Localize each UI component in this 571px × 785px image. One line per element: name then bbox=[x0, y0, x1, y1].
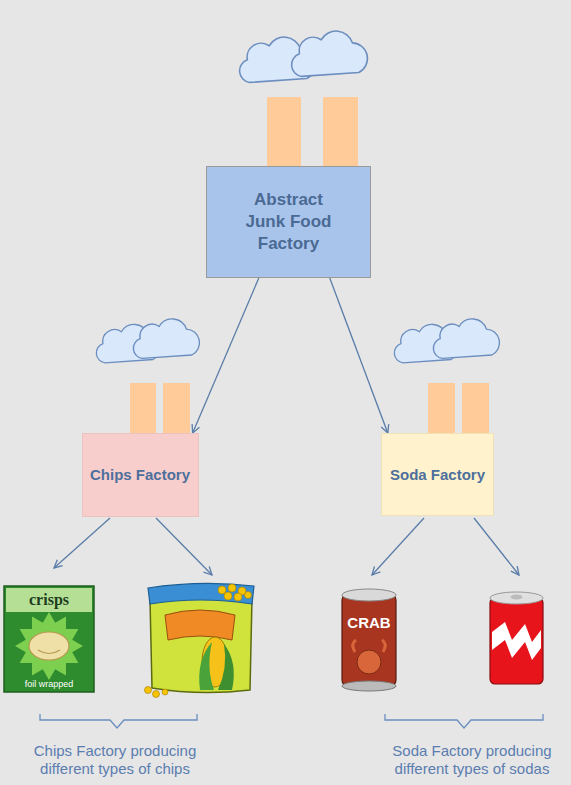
chimney bbox=[267, 97, 358, 166]
leader-arrow bbox=[54, 518, 519, 575]
factory-box: Chips Factory bbox=[82, 433, 199, 517]
crisps-bag bbox=[4, 586, 94, 692]
connector-arrow bbox=[193, 278, 259, 433]
factory-box: Soda Factory bbox=[381, 433, 494, 516]
smoke-cloud bbox=[240, 31, 368, 82]
caption-note: Soda Factory producing different types o… bbox=[380, 742, 564, 778]
factory-box: Abstract Junk Food Factory bbox=[206, 166, 371, 278]
soda-can bbox=[342, 589, 396, 691]
smoke-cloud bbox=[394, 319, 499, 363]
smoke-cloud bbox=[96, 319, 199, 363]
node-label: Soda Factory bbox=[390, 465, 485, 485]
chimney bbox=[428, 383, 489, 433]
caption-note: Chips Factory producing different types … bbox=[23, 742, 207, 778]
package-text: CRAB bbox=[342, 614, 396, 632]
package-text: foil wrapped bbox=[4, 679, 94, 690]
node-label: Abstract Junk Food Factory bbox=[239, 189, 339, 255]
soda-can bbox=[490, 592, 543, 684]
package-text: crisps bbox=[4, 590, 94, 609]
node-label: Chips Factory bbox=[90, 465, 190, 485]
bracket bbox=[40, 714, 543, 728]
connector-arrow bbox=[330, 278, 388, 433]
chimney bbox=[130, 383, 190, 433]
snack-bag bbox=[145, 583, 255, 697]
